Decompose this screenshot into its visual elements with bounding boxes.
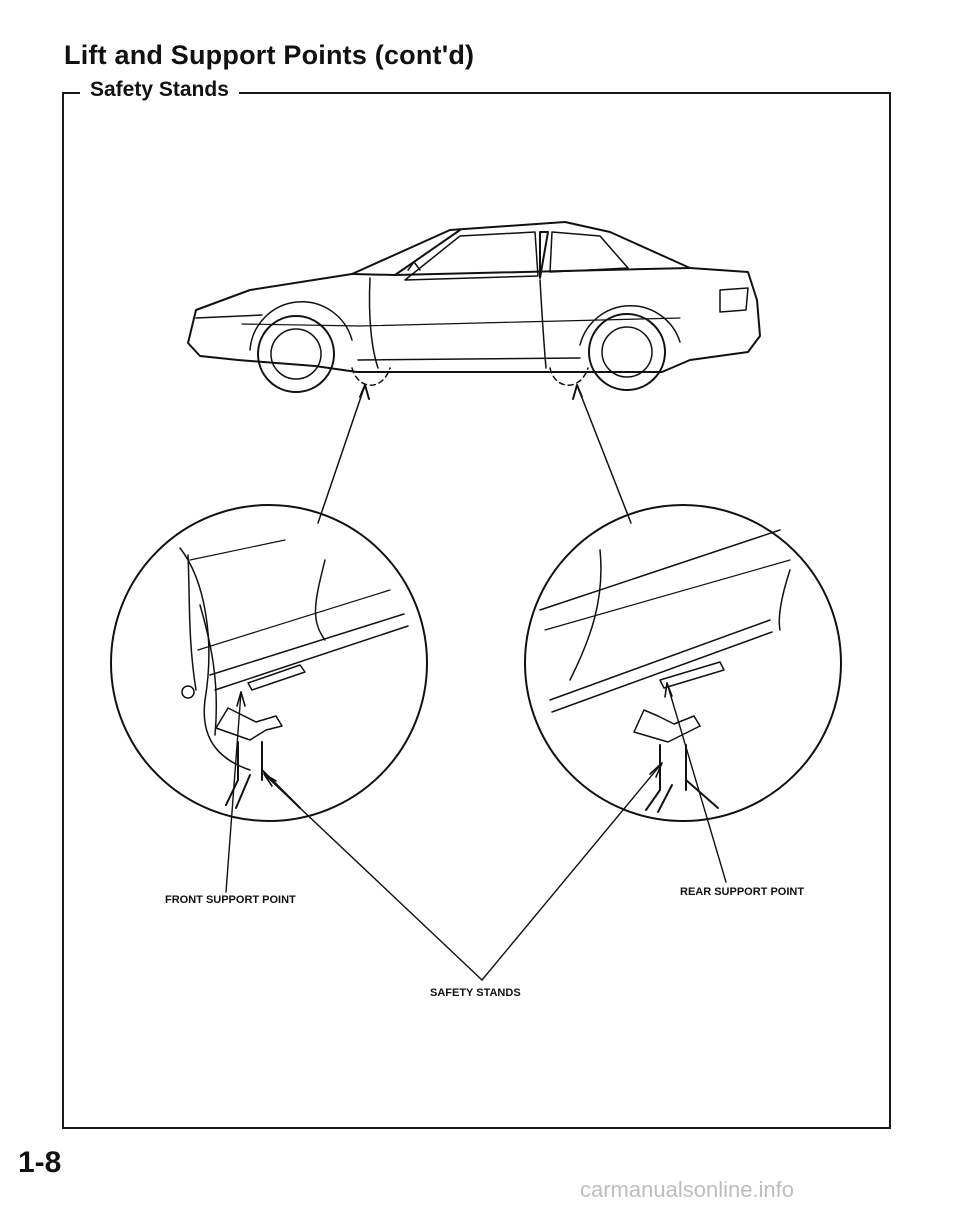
figure-frame xyxy=(62,92,891,1129)
page-title: Lift and Support Points (cont'd) xyxy=(64,40,475,70)
rear-support-point-label: REAR SUPPORT POINT xyxy=(680,886,804,898)
section-title: Safety Stands xyxy=(80,78,239,102)
front-support-point-label: FRONT SUPPORT POINT xyxy=(165,894,296,906)
page-number: 1-8 xyxy=(18,1146,62,1179)
car-illustration xyxy=(187,221,761,393)
front-detail-view xyxy=(110,504,428,822)
rear-detail-view xyxy=(524,504,842,822)
safety-stands-label: SAFETY STANDS xyxy=(430,987,521,999)
watermark: carmanualsonline.info xyxy=(580,1177,795,1202)
